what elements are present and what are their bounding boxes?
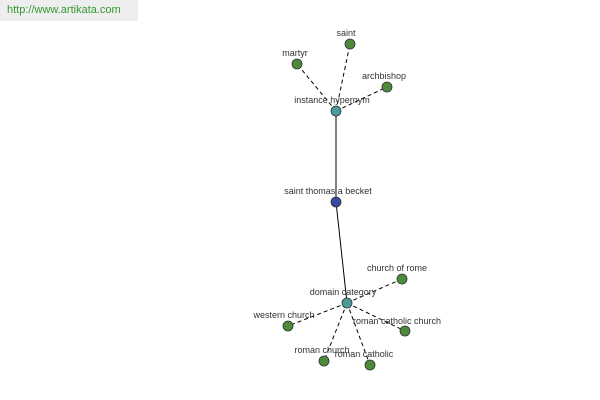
- node-instance-hypernym[interactable]: [330, 105, 342, 117]
- url-banner[interactable]: http://www.artikata.com: [0, 0, 138, 21]
- node-domain-category[interactable]: [341, 297, 353, 309]
- node-saint[interactable]: [344, 38, 356, 50]
- edge-layer: [287, 43, 406, 366]
- node-label-archbishop[interactable]: archbishop: [362, 71, 406, 81]
- node-roman-church[interactable]: [318, 355, 330, 367]
- edge-domain-category-roman-church: [323, 302, 348, 362]
- node-label-saint[interactable]: saint: [336, 28, 356, 38]
- node-label-roman-catholic-church[interactable]: roman catholic church: [353, 316, 441, 326]
- node-label-saint-thomas-a-becket[interactable]: saint thomas a becket: [284, 186, 372, 196]
- edge-domain-category-western-church: [287, 302, 348, 327]
- node-label-martyr[interactable]: martyr: [282, 48, 308, 58]
- label-layer: saint thomas a becket instance hypernym do…: [252, 28, 441, 359]
- node-archbishop[interactable]: [381, 81, 393, 93]
- edge-instance-hypernym-archbishop: [335, 86, 388, 112]
- node-label-western-church[interactable]: western church: [252, 310, 314, 320]
- node-western-church[interactable]: [282, 320, 294, 332]
- edge-domain-category-church-of-rome: [346, 278, 403, 304]
- edge-instance-hypernym-martyr: [296, 63, 337, 112]
- node-label-roman-church[interactable]: roman church: [294, 345, 349, 355]
- node-martyr[interactable]: [291, 58, 303, 70]
- edge-saint-thomas-a-becket-domain-category: [335, 201, 348, 304]
- edge-domain-category-roman-catholic-church: [346, 302, 406, 332]
- node-roman-catholic-church[interactable]: [399, 325, 411, 337]
- node-roman-catholic[interactable]: [364, 359, 376, 371]
- node-church-of-rome[interactable]: [396, 273, 408, 285]
- node-label-church-of-rome[interactable]: church of rome: [367, 263, 427, 273]
- node-label-domain-category[interactable]: domain category: [310, 287, 377, 297]
- edge-instance-hypernym-saint: [335, 43, 351, 112]
- node-saint-thomas-a-becket[interactable]: [330, 196, 342, 208]
- node-label-instance-hypernym[interactable]: instance hypernym: [294, 95, 370, 105]
- node-layer: [282, 38, 411, 371]
- node-label-roman-catholic[interactable]: roman catholic: [335, 349, 394, 359]
